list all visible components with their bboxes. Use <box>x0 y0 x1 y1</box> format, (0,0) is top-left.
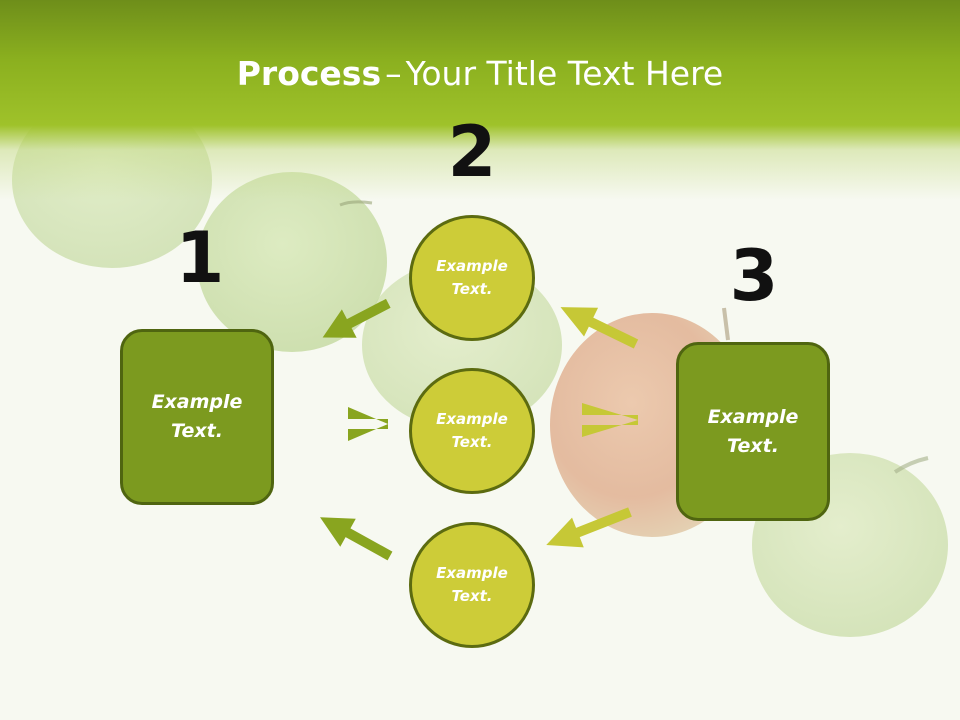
step-2-circle-top: Example Text. <box>409 215 535 341</box>
slide-title: Process–Your Title Text Here <box>0 52 960 96</box>
step-1-box: Example Text. <box>120 329 274 505</box>
title-bold: Process <box>236 54 382 93</box>
step-1-number: 1 <box>175 217 225 299</box>
arrow-1-to-middle <box>348 407 388 441</box>
step-2-top-label: Example Text. <box>436 257 508 298</box>
step-1-label: Example Text. <box>151 391 243 442</box>
step-2-middle-label: Example Text. <box>436 410 508 451</box>
step-3-label: Example Text. <box>707 405 799 457</box>
step-2-bottom-label: Example Text. <box>436 564 508 605</box>
header-band <box>0 0 960 200</box>
arrow-middle-to-3 <box>582 403 638 437</box>
title-rest: Your Title Text Here <box>405 54 724 93</box>
step-3-number: 3 <box>729 235 779 317</box>
arrow-1-to-top <box>322 298 391 338</box>
step-2-circle-bottom: Example Text. <box>409 522 535 648</box>
step-3-box: Example Text. <box>676 342 830 521</box>
arrow-1-to-bottom <box>320 517 393 561</box>
arrow-bottom-to-3 <box>546 507 632 548</box>
step-2-number: 2 <box>447 111 497 193</box>
arrow-top-to-3 <box>560 307 639 349</box>
step-2-circle-middle: Example Text. <box>409 368 535 494</box>
title-separator: – <box>385 54 402 93</box>
